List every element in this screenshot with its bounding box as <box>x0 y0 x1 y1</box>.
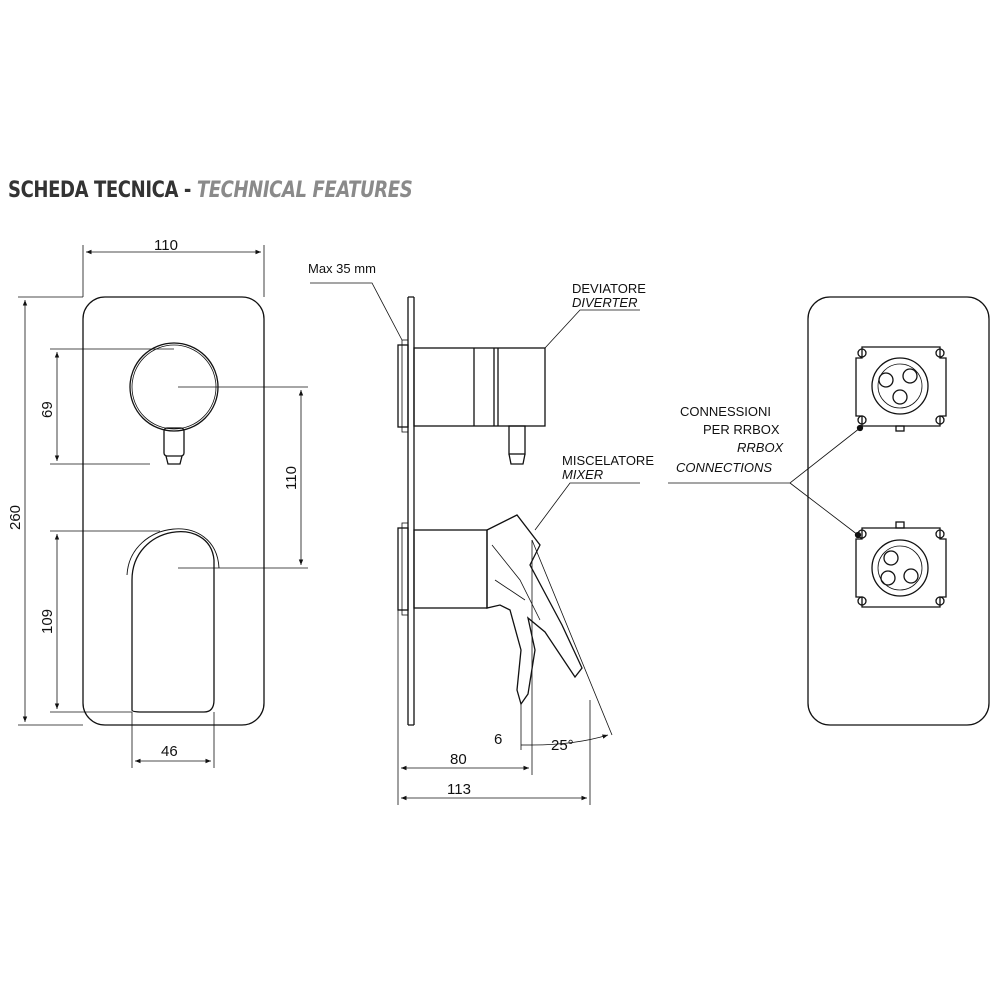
diverter-lever <box>163 427 185 457</box>
dim-angle-25: 25° <box>551 737 574 754</box>
label-connections: CONNECTIONS <box>676 460 772 475</box>
label-rrbox: RRBOX <box>737 440 785 455</box>
diverter-body <box>413 347 546 427</box>
label-connessioni: CONNESSIONI <box>680 404 771 419</box>
leader-diverter <box>544 309 640 349</box>
dim-109: 109 <box>39 609 56 634</box>
label-diverter-it: DEVIATORE <box>572 281 646 296</box>
title-separator: - <box>183 178 191 203</box>
lower-rrbox-connection <box>855 521 947 608</box>
dim-80: 80 <box>450 751 467 768</box>
dim-46: 46 <box>161 743 178 760</box>
page-title: SCHEDA TECNICA - TECHNICAL FEATURES <box>8 178 413 203</box>
title-english: TECHNICAL FEATURES <box>196 178 413 203</box>
dim-69: 69 <box>39 401 56 418</box>
back-view <box>668 296 990 726</box>
mixer-body <box>413 529 488 609</box>
back-plate <box>807 296 990 726</box>
dim-260: 260 <box>7 505 24 530</box>
front-view <box>18 245 308 768</box>
diverter-lever-side <box>508 425 526 455</box>
label-max-35: Max 35 mm <box>308 261 376 276</box>
dim-110-top: 110 <box>154 237 178 254</box>
dim-110-centers: 110 <box>283 466 300 490</box>
label-mixer-en: MIXER <box>562 467 603 482</box>
leader-max35 <box>310 282 403 341</box>
upper-rrbox-connection <box>855 346 947 432</box>
front-plate <box>82 296 265 726</box>
label-per-rrbox: PER RRBOX <box>703 422 780 437</box>
angle-arc <box>531 734 609 746</box>
side-view <box>310 282 640 805</box>
leader-connections <box>668 427 861 536</box>
mixer-handle <box>131 531 215 713</box>
title-italian: SCHEDA TECNICA <box>8 178 179 203</box>
label-mixer-it: MISCELATORE <box>562 453 654 468</box>
leader-mixer <box>534 482 640 531</box>
dim-6: 6 <box>494 731 502 748</box>
label-diverter-en: DIVERTER <box>572 295 638 310</box>
dim-113: 113 <box>447 781 471 798</box>
side-plate <box>407 296 415 726</box>
